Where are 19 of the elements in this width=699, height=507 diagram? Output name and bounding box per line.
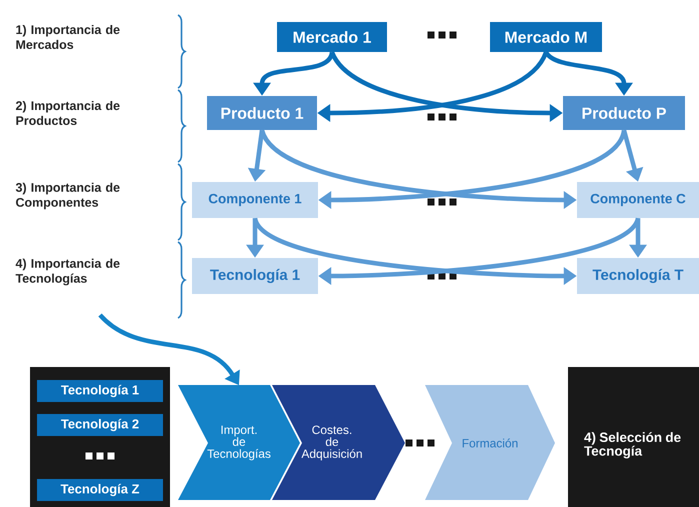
- level-label: 1) Importancia de Mercados: [16, 24, 120, 50]
- chevron-step: Formación: [425, 385, 555, 500]
- level-label: 2) Importancia de Productos: [16, 100, 120, 126]
- technology-box: Tecnología Z: [37, 479, 163, 501]
- market-box: Mercado M: [490, 22, 602, 52]
- result-box: 4) Selección de Tecnogía: [568, 367, 699, 507]
- chevron-step: Import. de Tecnologías: [178, 385, 300, 500]
- level-label: 4) Importancia de Tecnologías: [16, 258, 120, 286]
- product-box: Producto P: [563, 96, 685, 130]
- component-box: Componente C: [577, 182, 699, 218]
- market-box: Mercado 1: [277, 22, 387, 52]
- technology-box: Tecnología T: [577, 258, 699, 294]
- component-box: Componente 1: [192, 182, 318, 218]
- technology-box: Tecnología 2: [37, 414, 163, 436]
- technology-box: Tecnología 1: [37, 380, 163, 402]
- technology-box: Tecnología 1: [192, 258, 318, 294]
- level-label: 3) Importancia de Componentes: [16, 182, 120, 210]
- product-box: Producto 1: [207, 96, 317, 130]
- chevron-step: Costes. de Adquisición: [272, 385, 405, 500]
